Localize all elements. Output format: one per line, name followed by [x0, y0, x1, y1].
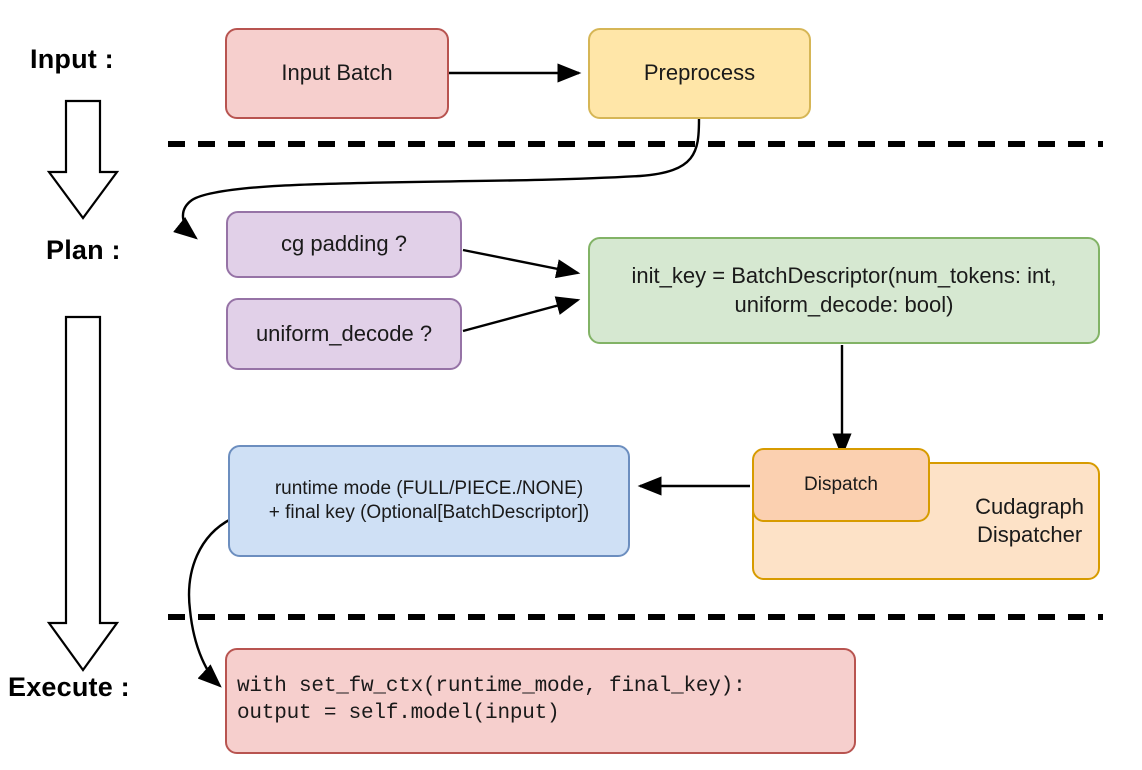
- node-cg-padding[interactable]: cg padding ?: [226, 211, 462, 278]
- stage-label-plan: Plan :: [46, 235, 121, 265]
- edge-cg-padding-to-init-key: [462, 248, 581, 279]
- stage-label-input: Input :: [30, 44, 114, 74]
- node-dispatch[interactable]: Dispatch: [752, 448, 930, 522]
- node-runtime-mode[interactable]: runtime mode (FULL/PIECE./NONE) + final …: [228, 445, 630, 557]
- node-uniform-decode[interactable]: uniform_decode ?: [226, 298, 462, 370]
- node-code-block[interactable]: with set_fw_ctx(runtime_mode, final_key)…: [225, 648, 856, 754]
- stage-label-execute: Execute :: [8, 672, 130, 702]
- edge-uniform-decode-to-init-key: [462, 296, 581, 333]
- plan-to-execute-arrow: [46, 315, 120, 672]
- node-preprocess[interactable]: Preprocess: [588, 28, 811, 119]
- node-init-key[interactable]: init_key = BatchDescriptor(num_tokens: i…: [588, 237, 1100, 344]
- input-to-plan-arrow: [46, 99, 120, 220]
- node-input-batch[interactable]: Input Batch: [225, 28, 449, 119]
